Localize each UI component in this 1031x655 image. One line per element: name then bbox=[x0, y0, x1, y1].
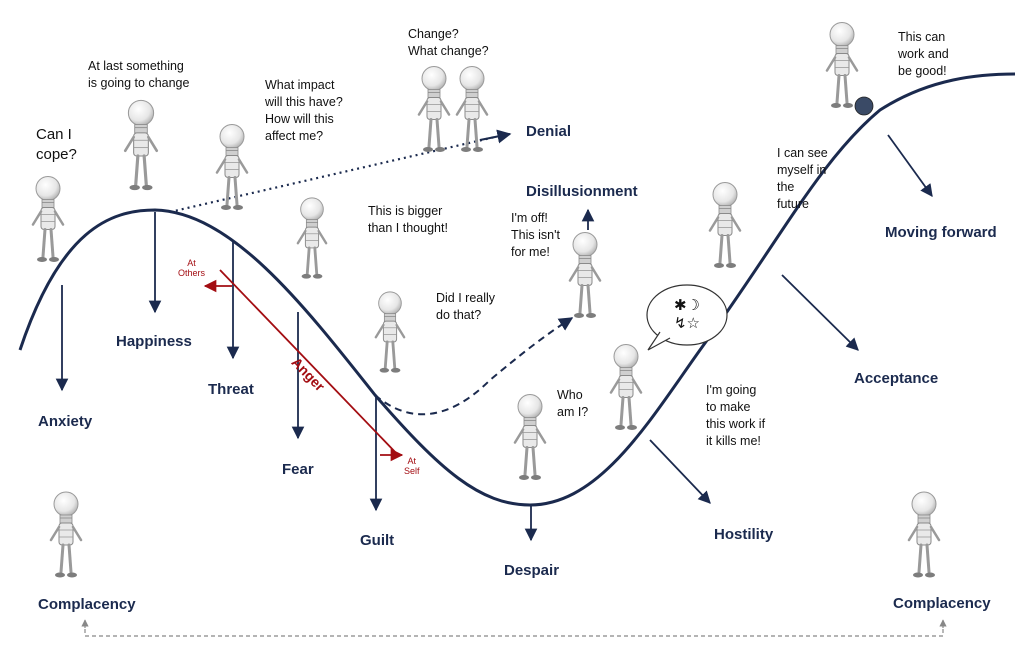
robot-figure-acceptance bbox=[708, 180, 742, 270]
stage-label-hostility: Hostility bbox=[714, 526, 774, 543]
denial-dotted-line bbox=[169, 135, 496, 214]
hostility-arrow bbox=[649, 439, 711, 504]
quote-change: Change? What change? bbox=[408, 27, 489, 58]
quote-at-last: At last something is going to change bbox=[88, 59, 190, 90]
robot-figure-despair bbox=[513, 392, 547, 482]
robot-figure-anxiety bbox=[31, 174, 65, 264]
quote-did-i: Did I really do that? bbox=[436, 291, 496, 322]
quote-can-i-cope: Can I cope? bbox=[36, 126, 77, 163]
quote-who-am-i: Who am I? bbox=[557, 388, 589, 419]
stage-label-disillusionment: Disillusionment bbox=[526, 183, 638, 200]
robot-figure-denial-1 bbox=[417, 64, 451, 154]
robot-figure-threat bbox=[215, 122, 249, 212]
robot-figure-complacency-right bbox=[907, 490, 941, 579]
speech-bubble-line-1: ✱☽ bbox=[673, 296, 700, 314]
speech-bubble-symbols: ✱☽ ↯☆ bbox=[669, 296, 705, 332]
complacency-loop bbox=[84, 622, 944, 637]
stage-label-denial: Denial bbox=[526, 123, 572, 140]
moving-forward-arrow bbox=[887, 134, 933, 198]
globe-icon bbox=[854, 96, 874, 116]
disillusionment-dashed-line bbox=[374, 317, 574, 416]
denial-arrow bbox=[479, 129, 512, 144]
quote-bigger: This is bigger than I thought! bbox=[368, 204, 448, 235]
stage-label-complacency-right: Complacency bbox=[893, 595, 991, 612]
stage-label-happiness: Happiness bbox=[116, 333, 192, 350]
anger-arrow bbox=[219, 269, 399, 456]
robot-figure-guilt bbox=[374, 290, 406, 375]
robot-figure-moving-forward bbox=[825, 20, 859, 110]
anger-at-others-label: At Others bbox=[178, 258, 206, 278]
stage-label-guilt: Guilt bbox=[360, 532, 395, 549]
quote-im-off: I'm off! This isn't for me! bbox=[511, 211, 560, 259]
change-curve bbox=[18, 72, 1016, 507]
stage-label-fear: Fear bbox=[282, 461, 314, 478]
robot-figure-disillusionment bbox=[568, 230, 602, 320]
robot-figure-happiness bbox=[123, 98, 159, 192]
quote-what-impact: What impact will this have? How will thi… bbox=[265, 78, 343, 143]
stage-label-anxiety: Anxiety bbox=[38, 413, 93, 430]
quote-this-can-work: This can work and be good! bbox=[898, 30, 949, 78]
robot-figure-complacency-left bbox=[49, 490, 83, 579]
stage-label-moving-forward: Moving forward bbox=[885, 224, 997, 241]
quote-see-myself: I can see myself in the future bbox=[777, 146, 828, 211]
robot-figure-hostility bbox=[609, 342, 643, 432]
stage-label-complacency-left: Complacency bbox=[38, 596, 136, 613]
stage-label-despair: Despair bbox=[504, 562, 560, 579]
quote-going-to-make: I'm going to make this work if it kills … bbox=[706, 383, 766, 448]
robot-figure-fear bbox=[296, 196, 328, 281]
stage-label-acceptance: Acceptance bbox=[854, 370, 939, 387]
anger-at-self-label: At Self bbox=[404, 456, 420, 476]
stage-label-threat: Threat bbox=[208, 381, 254, 398]
speech-bubble bbox=[646, 284, 728, 351]
speech-bubble-line-2: ↯☆ bbox=[673, 314, 700, 332]
acceptance-arrow bbox=[781, 274, 859, 351]
